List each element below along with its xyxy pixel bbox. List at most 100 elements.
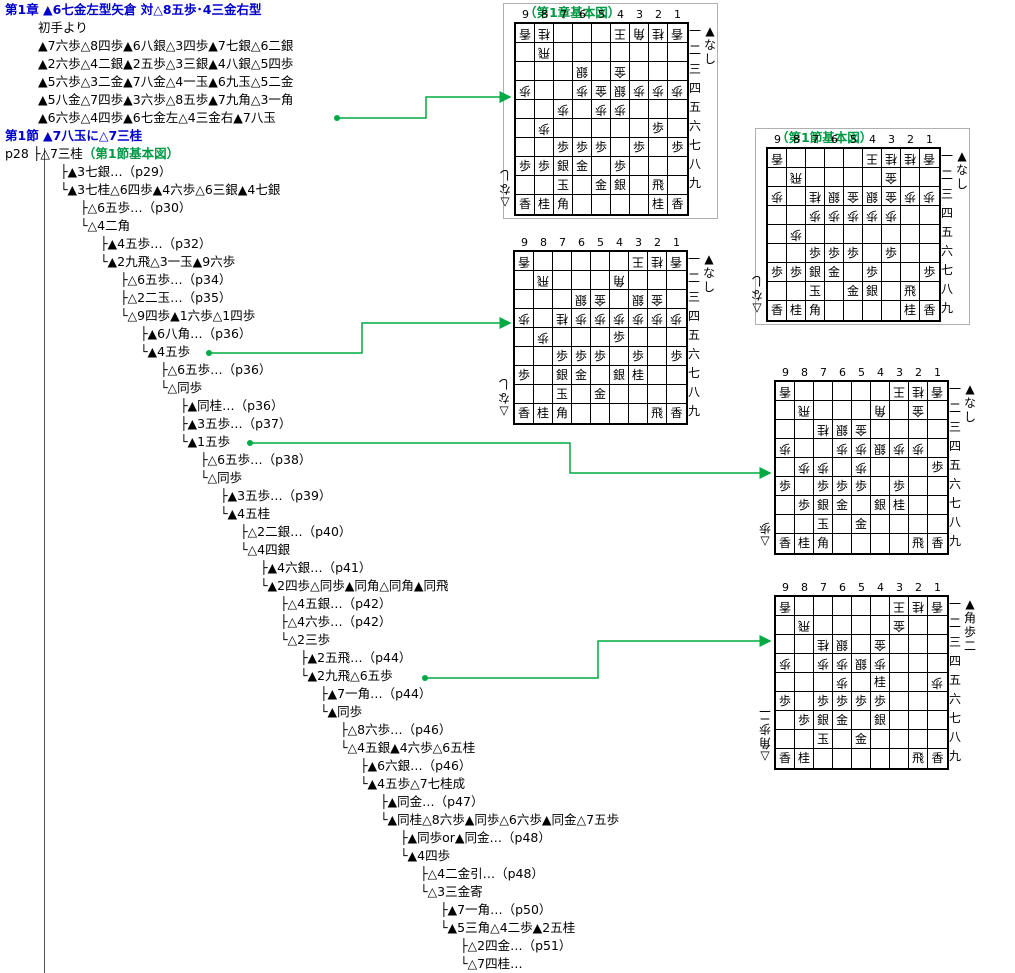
board-square <box>890 692 909 711</box>
board-square <box>668 43 687 62</box>
tree-node: └△4二角 <box>80 217 130 235</box>
board-square: 歩 <box>795 496 814 515</box>
arrow-board-3 <box>206 317 512 356</box>
rank-label: 九 <box>688 404 701 418</box>
file-label: 9 <box>522 8 529 21</box>
board-square <box>535 100 554 119</box>
board-square: 歩 <box>833 692 852 711</box>
board-square <box>553 252 572 271</box>
board-square: 歩 <box>806 206 825 225</box>
board-square <box>920 168 939 187</box>
board-grid: 香王桂香飛金桂銀金歩歩歩銀歩歩桂歩歩歩歩歩歩歩銀金銀玉金香桂飛香 <box>774 595 949 770</box>
tree-node-text: └▲3七桂△6四歩▲4六歩△6三銀▲4七銀 <box>60 182 281 197</box>
board-square <box>909 711 928 730</box>
tree-node: ├△6五歩…（p30） <box>80 199 191 217</box>
rank-label: 九 <box>949 534 962 548</box>
board-square <box>668 157 687 176</box>
board-square <box>611 119 630 138</box>
sente-piece: 歩 <box>632 140 645 154</box>
tree-node: ├△6五歩…（p36） <box>160 361 271 379</box>
board-square <box>768 206 787 225</box>
board-square <box>630 100 649 119</box>
move-line-3: ▲5六歩△3二金▲7八金△4一玉▲6九玉△5二金 <box>38 74 294 89</box>
file-label: 7 <box>812 133 819 146</box>
sente-piece: 玉 <box>816 517 829 531</box>
board-square: 歩 <box>630 138 649 157</box>
sente-piece: 歩 <box>537 159 550 173</box>
board-square: 歩 <box>833 439 852 458</box>
board-square <box>871 420 890 439</box>
board-square: 歩 <box>516 157 535 176</box>
board-square <box>909 420 928 439</box>
board-square <box>535 176 554 195</box>
board-square <box>554 43 573 62</box>
tree-node-text: └△3三金寄 <box>420 884 483 899</box>
tree-node-text: ├▲7一角…（p44） <box>320 686 432 701</box>
board-square <box>909 673 928 692</box>
sente-piece: 歩 <box>612 330 625 344</box>
rank-label: 一 <box>949 597 962 611</box>
board-square <box>776 496 795 515</box>
board-square <box>852 534 871 553</box>
board-square: 香 <box>516 195 535 214</box>
board-square: 香 <box>668 24 687 43</box>
board-square <box>814 401 833 420</box>
tree-node: └△同歩 <box>200 469 242 487</box>
board-square: 歩 <box>814 692 833 711</box>
board-square <box>928 439 947 458</box>
board-square <box>668 119 687 138</box>
rank-label: 四 <box>689 81 702 95</box>
board-square <box>825 282 844 301</box>
board-square <box>795 439 814 458</box>
board-square <box>814 749 833 768</box>
board-square: 桂 <box>553 309 572 328</box>
board-square: 桂 <box>806 187 825 206</box>
sente-piece: 桂 <box>903 303 916 317</box>
board-square <box>787 187 806 206</box>
sente-piece: 角 <box>556 197 569 211</box>
sente-hand: ▲なし <box>963 382 976 424</box>
board-square: 歩 <box>920 187 939 206</box>
rank-label: 六 <box>941 244 954 258</box>
board-square <box>648 347 667 366</box>
board-square: 桂 <box>814 635 833 654</box>
chapter-title: 第1章 ▲6七金左型矢倉 対△8五歩･4三金右型 <box>5 2 262 17</box>
tree-node-text: ├△4五銀…（p42） <box>280 596 392 611</box>
tree-node-text: ├▲4六銀…（p41） <box>260 560 372 575</box>
tree-node-text: └▲4四歩 <box>400 848 451 863</box>
board-square <box>591 328 610 347</box>
board-square: 飛 <box>901 282 920 301</box>
board-square: 桂 <box>901 301 920 320</box>
board-square <box>630 176 649 195</box>
board-square <box>901 263 920 282</box>
board-square <box>610 385 629 404</box>
board-square: 銀 <box>553 366 572 385</box>
board-square <box>795 477 814 496</box>
board-square <box>833 382 852 401</box>
board-square <box>515 347 534 366</box>
board-square: 歩 <box>611 100 630 119</box>
tree-node: ├△2二銀…（p40） <box>240 523 351 541</box>
board-square: 銀 <box>610 366 629 385</box>
tree-node-text: └▲5三角△4二歩▲2五桂 <box>440 920 576 935</box>
sente-piece: 飛 <box>651 178 664 192</box>
board-square: 金 <box>852 515 871 534</box>
board-square <box>890 730 909 749</box>
board-square: 香 <box>928 382 947 401</box>
board-square: 桂 <box>909 597 928 616</box>
board-square <box>833 616 852 635</box>
board-square: 金 <box>852 730 871 749</box>
board-square <box>871 616 890 635</box>
board-square: 歩 <box>611 157 630 176</box>
tree-node-text: ├▲3七銀…（p29） <box>60 164 172 179</box>
board-square <box>814 616 833 635</box>
tree-node: ├▲7一角…（p44） <box>320 685 431 703</box>
sente-piece: 歩 <box>778 694 791 708</box>
board-square <box>515 290 534 309</box>
board-square: 歩 <box>592 138 611 157</box>
rank-label: 七 <box>949 496 962 510</box>
board-square: 玉 <box>814 515 833 534</box>
rank-label: 五 <box>949 673 962 687</box>
board-square <box>591 366 610 385</box>
